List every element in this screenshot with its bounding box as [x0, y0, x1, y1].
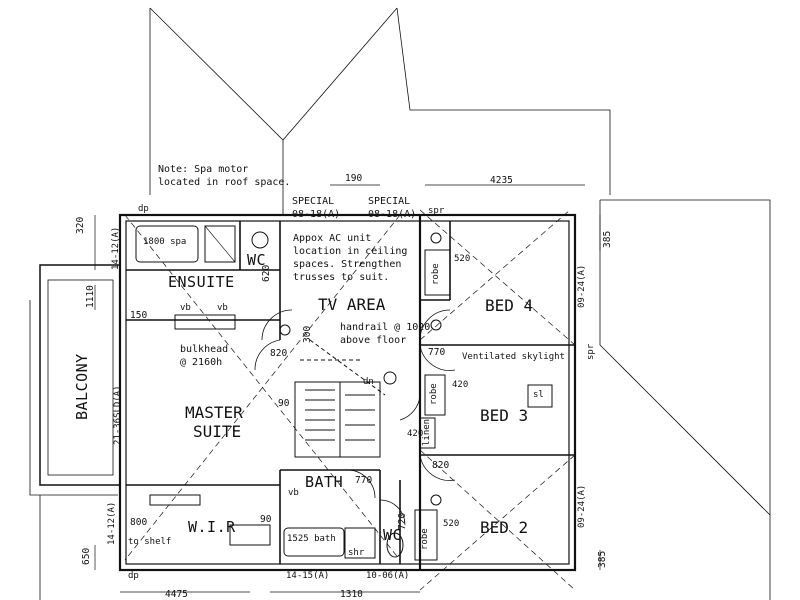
- fixture-shr-bath: shr: [348, 548, 365, 558]
- note-ventilated-skylight: Ventilated skylight: [462, 352, 565, 362]
- dim-385-bottom: 385: [597, 550, 608, 568]
- fixture-vb-2: vb: [217, 303, 228, 313]
- dim-820-b: 820: [432, 460, 450, 471]
- dim-770-a: 770: [428, 347, 446, 358]
- room-master-2: SUITE: [193, 422, 242, 441]
- dim-820-a: 820: [270, 348, 288, 359]
- room-master-1: MASTER: [185, 403, 243, 422]
- room-balcony: BALCONY: [73, 353, 91, 420]
- dim-190: 190: [345, 173, 363, 184]
- dim-420-a: 420: [452, 380, 469, 390]
- fixture-sl: sl: [533, 390, 544, 400]
- fixture-vb-1: vb: [180, 303, 191, 313]
- dim-90-a: 90: [278, 398, 290, 409]
- room-bed4: BED 4: [485, 296, 534, 315]
- dim-520-b: 520: [443, 519, 460, 529]
- window-14-12a-top: 14-12(A): [111, 226, 121, 270]
- window-10-06a: 10-06(A): [366, 571, 410, 581]
- dim-420-b: 420: [407, 429, 424, 439]
- dim-800: 800: [130, 517, 148, 528]
- fixture-to-shelf: to shelf: [128, 537, 172, 547]
- room-ensuite: ENSUITE: [168, 273, 235, 291]
- dim-4235: 4235: [490, 175, 513, 186]
- room-bed2: BED 2: [480, 518, 529, 537]
- dim-620: 620: [261, 264, 272, 282]
- stairs: [294, 339, 386, 458]
- door-swings: [254, 309, 456, 526]
- window-14-12a-bottom: 14-12(A): [107, 501, 117, 545]
- dim-720: 720: [397, 512, 408, 530]
- dim-4475: 4475: [165, 589, 188, 600]
- fixture-robe-bed2: robe: [420, 528, 430, 550]
- note-special-2: SPECIAL 08-18(A): [368, 196, 417, 220]
- room-tv-area: TV AREA: [318, 295, 386, 314]
- window-14-15a: 14-15(A): [286, 571, 330, 581]
- dim-1310: 1310: [340, 589, 363, 600]
- fixtures-drawing: [135, 225, 553, 559]
- fixture-spr-right: spr: [586, 343, 596, 360]
- dimension-lines: [94, 184, 601, 593]
- fixture-dp-bottom: dp: [128, 571, 139, 581]
- window-21-36sld: 21-36SLD(A): [113, 385, 123, 445]
- fixture-bath: 1525 bath: [287, 534, 336, 544]
- dim-520-a: 520: [454, 254, 471, 264]
- dim-300: 300: [302, 325, 313, 343]
- note-bulkhead: bulkhead @ 2160h: [180, 344, 229, 368]
- fixture-dp-top: dp: [138, 204, 149, 214]
- room-bed3: BED 3: [480, 406, 529, 425]
- dim-650: 650: [81, 547, 92, 565]
- balcony-outline: [39, 264, 121, 486]
- hip-lines: [124, 209, 576, 591]
- robes: [414, 249, 451, 561]
- note-spa-motor: Note: Spa motor located in roof space.: [158, 164, 291, 188]
- fixture-vb-bath: vb: [288, 488, 299, 498]
- dim-385-top: 385: [602, 230, 613, 248]
- fixture-dn: dn: [363, 377, 374, 387]
- room-wc-bottom: WC: [383, 526, 403, 544]
- window-09-24a-bottom: 09-24(A): [577, 484, 587, 528]
- fixture-robe-bed3: robe: [429, 383, 439, 405]
- internal-walls: [126, 221, 451, 564]
- fixture-spr-top: spr: [428, 206, 445, 216]
- dim-150: 150: [130, 310, 148, 321]
- window-09-24a-top: 09-24(A): [577, 264, 587, 308]
- room-wir: W.I.R: [188, 518, 236, 536]
- dim-1110: 1110: [85, 285, 96, 308]
- fixture-robe-bed4: robe: [431, 263, 441, 285]
- note-handrail: handrail @ 1020 above floor: [340, 322, 431, 346]
- note-ac-unit: Appox AC unit location in ceiling spaces…: [293, 233, 408, 283]
- fixture-spa: 1800 spa: [143, 237, 187, 247]
- dim-90-b: 90: [260, 514, 272, 525]
- dim-320: 320: [75, 216, 86, 234]
- fixture-linen: linen: [422, 418, 432, 446]
- note-special-1: SPECIAL 08-18(A): [292, 196, 341, 220]
- room-wc-top: WC: [247, 251, 267, 269]
- dim-770-b: 770: [355, 475, 373, 486]
- room-bath: BATH: [305, 473, 344, 491]
